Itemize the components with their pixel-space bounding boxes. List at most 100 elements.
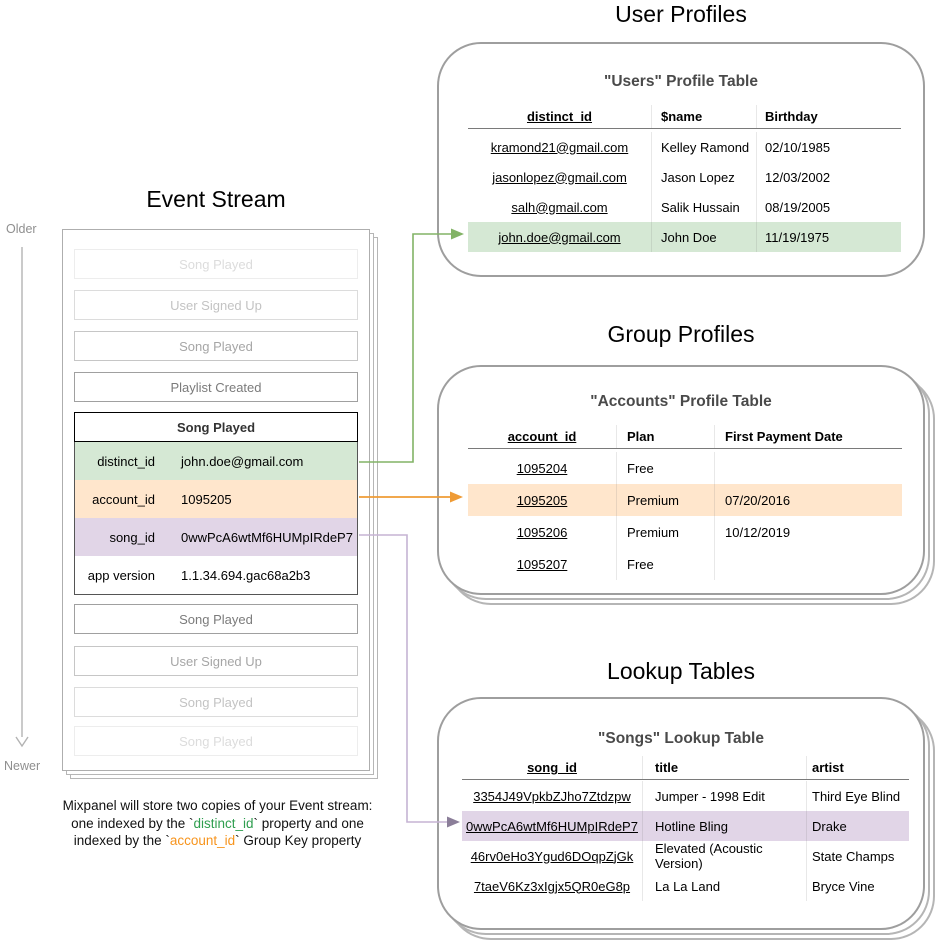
event-label: Playlist Created [170,379,262,395]
user-profiles-panel: "Users" Profile Table distinct_id $name … [437,42,925,277]
cell-first-payment-date: 10/12/2019 [725,524,791,540]
event-box: User Signed Up [74,290,358,320]
table-row: 7taeV6Kz3xIgjx5QR0eG8p La La Land Bryce … [462,871,909,901]
lookup-tables-panel: "Songs" Lookup Table song_id title artis… [437,697,925,930]
table-row: 1095207 Free [468,548,902,580]
event-field-distinct-id: distinct_id john.doe@gmail.com [75,442,357,480]
caption-text: one indexed by the ` [71,815,194,831]
expanded-event-card: Song Played distinct_id john.doe@gmail.c… [74,412,358,595]
cell-birthday: 02/10/1985 [765,139,831,155]
caption-distinct-id-keyword: distinct_id [193,815,254,831]
table-row: jasonlopez@gmail.com Jason Lopez 12/03/2… [468,162,901,192]
table-row-highlighted: john.doe@gmail.com John Doe 11/19/1975 [468,222,901,252]
event-label: Song Played [179,256,253,272]
caption-text: ` Group Key property [235,833,362,848]
accounts-table-title: "Accounts" Profile Table [590,393,772,410]
user-profiles-card: "Users" Profile Table distinct_id $name … [437,42,925,277]
cell-artist: Bryce Vine [812,878,875,894]
event-field-account-id: account_id 1095205 [75,480,357,518]
cell-song-id: 46rv0eHo3Ygud6DOqpZjGk [462,841,643,871]
cell-artist: Third Eye Blind [812,788,901,804]
cell-distinct-id: jasonlopez@gmail.com [468,162,652,192]
table-row-highlighted: 1095205 Premium 07/20/2016 [468,484,902,516]
cell-title: La La Land [643,871,807,901]
users-table: distinct_id $name Birthday kramond21@gma… [468,44,901,279]
column-header: $name [652,105,757,128]
caption-text: ` property and one [253,815,364,831]
field-key: song_id [109,529,155,545]
accounts-table: account_id Plan First Payment Date 10952… [468,367,902,597]
event-label: Song Played [179,611,253,627]
table-row: kramond21@gmail.com Kelley Ramond 02/10/… [468,132,901,162]
field-value: john.doe@gmail.com [181,453,304,469]
column-header: First Payment Date [725,429,843,444]
cell-plan: Free [617,548,715,580]
cell-distinct-id: kramond21@gmail.com [468,132,652,162]
cell-first-payment-date [715,548,902,580]
field-value: 0wwPcA6wtMf6HUMpIRdeP7 [181,529,353,545]
field-value: 1095205 [181,491,232,507]
event-label: User Signed Up [170,653,262,669]
field-key: distinct_id [97,453,155,469]
expanded-event-name: Song Played [74,412,358,442]
cell-first-payment-date: 07/20/2016 [725,492,791,508]
event-box: Song Played [74,249,358,279]
cell-plan: Free [617,452,715,484]
users-table-header: distinct_id $name Birthday [468,105,901,129]
cell-title: Elevated (Acoustic Version) [643,841,807,871]
cell-first-payment-date [715,452,902,484]
caption-account-id-keyword: account_id [169,833,236,848]
cell-plan: Premium [617,484,715,516]
cell-title: Jumper - 1998 Edit [643,781,807,811]
cell-song-id: 3354J49VpkbZJho7Ztdzpw [462,781,643,811]
event-label: Song Played [179,338,253,354]
table-row: 1095204 Free [468,452,902,484]
cell-name: Jason Lopez [652,162,757,192]
event-field-app-version: app version 1.1.34.694.gac68a2b3 [75,556,357,594]
cell-plan: Premium [617,516,715,548]
field-value: 1.1.34.694.gac68a2b3 [181,567,311,583]
cell-title: Hotline Bling [643,811,807,841]
table-row: salh@gmail.com Salik Hussain 08/19/2005 [468,192,901,222]
cell-distinct-id: john.doe@gmail.com [468,222,652,252]
cell-distinct-id: salh@gmail.com [468,192,652,222]
accounts-table-header: account_id Plan First Payment Date [468,425,902,449]
column-header: song_id [462,756,643,779]
event-box: Song Played [74,331,358,361]
table-row: 3354J49VpkbZJho7Ztdzpw Jumper - 1998 Edi… [462,781,909,811]
group-profiles-panel: "Accounts" Profile Table account_id Plan… [437,365,925,595]
cell-song-id: 7taeV6Kz3xIgjx5QR0eG8p [462,871,643,901]
event-box: Song Played [74,687,358,717]
cell-artist: Drake [812,818,847,834]
caption-line-3: indexed by the `account_id` Group Key pr… [30,832,405,850]
event-stream-panel: Song Played User Signed Up Song Played P… [62,229,370,771]
songs-table: song_id title artist 3354J49VpkbZJho7Ztd… [462,699,909,932]
event-box: Playlist Created [74,372,358,402]
caption-text: indexed by the ` [73,833,170,848]
lookup-tables-card: "Songs" Lookup Table song_id title artis… [437,697,935,940]
cell-artist: State Champs [812,848,895,864]
songs-table-title: "Songs" Lookup Table [598,730,764,747]
event-field-song-id: song_id 0wwPcA6wtMf6HUMpIRdeP7 [75,518,357,556]
cell-account-id: 1095206 [468,516,617,548]
column-header: title [643,756,807,779]
time-axis-arrow-down-icon [15,736,29,748]
event-label: Song Played [179,733,253,749]
field-key: account_id [92,491,155,507]
cell-account-id: 1095204 [468,452,617,484]
cell-birthday: 12/03/2002 [765,169,831,185]
newer-label: Newer [4,759,41,773]
column-header: account_id [468,425,617,448]
cell-birthday: 11/19/1975 [765,229,830,245]
event-stream-container: Song Played User Signed Up Song Played P… [62,229,378,779]
event-box: User Signed Up [74,646,358,676]
expanded-event-fields: distinct_id john.doe@gmail.com account_i… [74,442,358,595]
event-label: User Signed Up [170,297,262,313]
event-stream-title: Event Stream [146,186,286,212]
older-label: Older [6,222,37,236]
column-header: Plan [617,425,715,448]
cell-name: Kelley Ramond [652,132,757,162]
cell-song-id: 0wwPcA6wtMf6HUMpIRdeP7 [462,811,643,841]
cell-birthday: 08/19/2005 [765,199,831,215]
cell-account-id: 1095207 [468,548,617,580]
